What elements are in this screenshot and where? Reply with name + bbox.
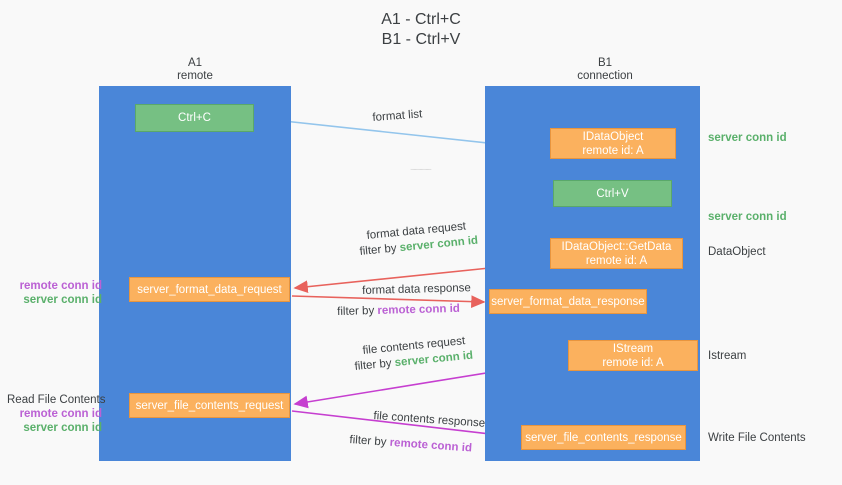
column-b1-name: B1 xyxy=(597,57,613,69)
diagram-title: A1 - Ctrl+C B1 - Ctrl+V xyxy=(0,10,842,50)
filter-prefix: filter by xyxy=(349,433,391,449)
box-server-format-data-request-label: server_format_data_request xyxy=(137,283,282,296)
filter-prefix: filter by xyxy=(354,357,396,373)
box-server-file-contents-request[interactable]: server_file_contents_request xyxy=(129,393,290,418)
title-line-1: A1 - Ctrl+C xyxy=(381,11,461,28)
box-idataobject[interactable]: IDataObject remote id: A xyxy=(550,128,676,159)
caption-format-data-response: format data response xyxy=(362,282,471,297)
box-ctrl-c[interactable]: Ctrl+C xyxy=(135,104,254,132)
annotation-dataobject: DataObject xyxy=(708,246,766,258)
annotation-server-conn-id: server conn id xyxy=(23,294,102,306)
box-server-file-contents-response[interactable]: server_file_contents_response xyxy=(521,425,686,450)
box-idataobject-line2: remote id: A xyxy=(582,144,644,157)
annotation-server-conn-id-top: server conn id xyxy=(708,132,787,144)
arrow-format-data-response xyxy=(291,295,486,308)
annotation-server-conn-id-mid: server conn id xyxy=(708,211,787,223)
box-idataobject-line1: IDataObject xyxy=(582,130,644,143)
column-a1-role: remote xyxy=(177,70,213,82)
box-ctrl-v[interactable]: Ctrl+V xyxy=(553,180,672,207)
box-istream-line1: IStream xyxy=(612,342,654,355)
annotation-left-conn-ids-lower: Read File Contents remote conn id server… xyxy=(7,393,106,435)
box-ctrl-v-label: Ctrl+V xyxy=(596,187,629,200)
annotation-remote-conn-id: remote conn id xyxy=(19,280,102,292)
box-ctrl-c-label: Ctrl+C xyxy=(178,112,211,124)
annotation-read-file-contents: Read File Contents xyxy=(7,394,106,406)
box-server-format-data-response-label: server_format_data_response xyxy=(491,295,645,308)
box-istream-line2: remote id: A xyxy=(602,356,664,369)
phase-divider xyxy=(410,169,432,170)
box-getdata-line2: remote id: A xyxy=(585,254,648,267)
annotation-write-file-contents: Write File Contents xyxy=(708,432,806,444)
box-server-format-data-request[interactable]: server_format_data_request xyxy=(129,277,290,302)
column-a1-name: A1 xyxy=(187,57,203,69)
box-server-format-data-response[interactable]: server_format_data_response xyxy=(489,289,647,314)
box-idataobject-getdata[interactable]: IDataObject::GetData remote id: A xyxy=(550,238,683,269)
box-istream[interactable]: IStream remote id: A xyxy=(568,340,698,371)
box-server-file-contents-response-label: server_file_contents_response xyxy=(525,431,682,444)
box-getdata-line1: IDataObject::GetData xyxy=(561,240,672,253)
column-b1-role: connection xyxy=(577,70,633,82)
caption-format-data-response-filter: filter by remote conn id xyxy=(337,302,460,320)
annotation-left-conn-ids-upper: remote conn id server conn id xyxy=(7,279,102,307)
title-line-2: B1 - Ctrl+V xyxy=(381,31,461,48)
annotation-istream: Istream xyxy=(708,350,747,362)
annotation-server-conn-id: server conn id xyxy=(23,422,102,434)
annotation-remote-conn-id: remote conn id xyxy=(19,408,102,420)
filter-prefix: filter by xyxy=(359,242,401,258)
box-server-file-contents-request-label: server_file_contents_request xyxy=(135,399,284,412)
arrow-file-contents-response xyxy=(291,410,518,442)
column-header-b1: B1 connection xyxy=(540,57,670,83)
filter-value-remote-conn-id: remote conn id xyxy=(377,302,461,317)
filter-prefix: filter by xyxy=(337,304,378,318)
column-header-a1: A1 remote xyxy=(130,57,260,83)
